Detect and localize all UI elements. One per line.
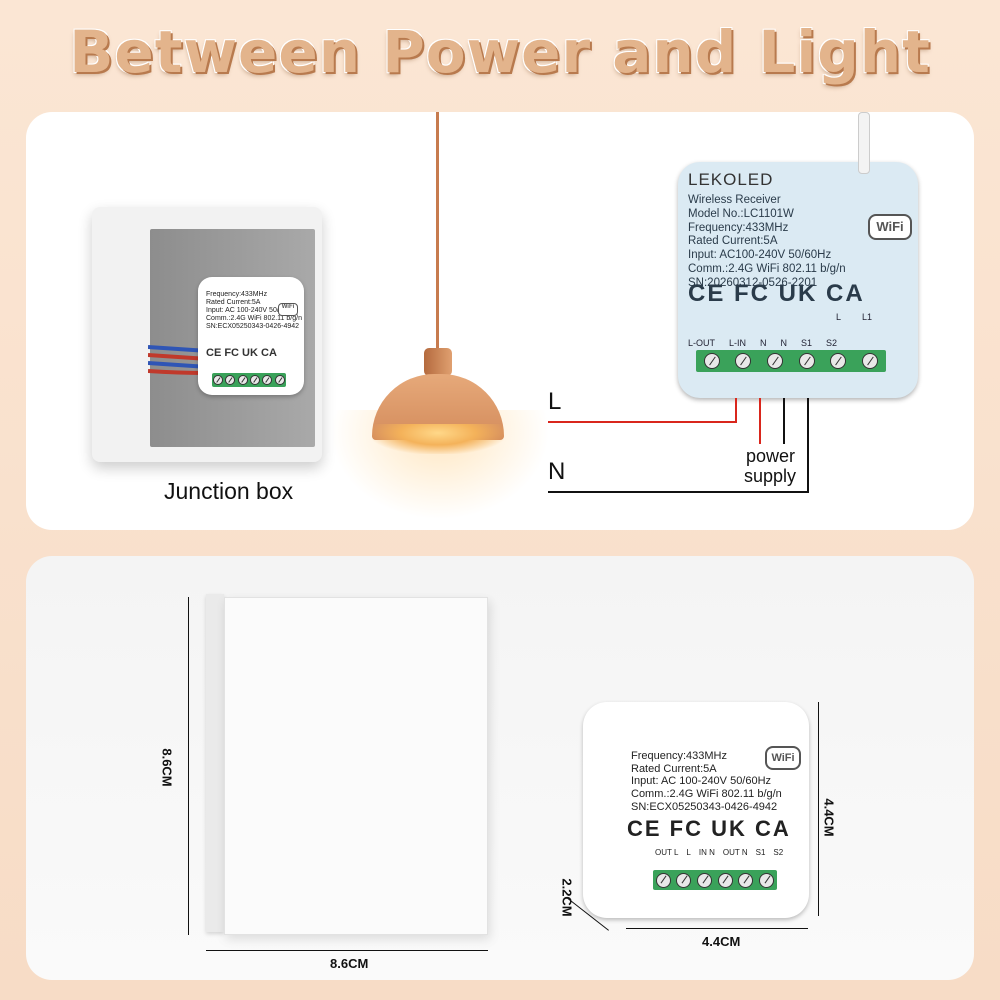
terminal-labels: L-OUT L-IN N N S1 S2 — [688, 338, 838, 348]
switch-height-line — [188, 597, 189, 935]
module-height-label: 4.4CM — [821, 798, 837, 837]
brand-logo: LEKOLED — [688, 170, 774, 189]
junction-module-specs: Frequency:433MHz Rated Current:5A Input:… — [206, 291, 302, 331]
antenna-cable — [858, 112, 870, 174]
dimensions-panel — [26, 556, 974, 980]
module-specs: Frequency:433MHz Rated Current:5A Input:… — [631, 750, 782, 813]
switch-height-label: 8.6CM — [159, 748, 175, 787]
switch-width-label: 8.6CM — [330, 956, 369, 971]
terminal-strip — [696, 350, 886, 372]
wifi-icon: WiFi — [765, 746, 801, 770]
wifi-icon: WiFi — [278, 303, 298, 316]
junction-module: Frequency:433MHz Rated Current:5A Input:… — [198, 277, 304, 395]
module-width-line — [626, 928, 808, 929]
terminal-strip — [212, 373, 286, 387]
wifi-icon: WiFi — [868, 214, 912, 240]
switch-plate-edge — [206, 594, 224, 932]
terminal-labels: OUT L L IN N OUT N S1 S2 — [655, 848, 784, 857]
receiver-specs: Wireless Receiver Model No.:LC1101W Freq… — [688, 194, 846, 289]
terminal-strip — [653, 870, 777, 890]
wireless-receiver: LEKOLED Wireless Receiver Model No.:LC11… — [678, 112, 918, 398]
module-width-label: 4.4CM — [702, 934, 741, 949]
cert-marks: CE FC UK CA — [206, 347, 277, 359]
module-height-line — [818, 702, 819, 916]
lamp-bulb-glow — [372, 424, 504, 454]
power-label: power — [746, 446, 796, 466]
switch-width-line — [206, 950, 488, 951]
l-label: L — [836, 312, 842, 322]
wall-switch-plate — [224, 597, 488, 935]
junction-box-label: Junction box — [164, 478, 294, 504]
page-title: Between Power and Light — [69, 18, 931, 86]
cert-marks: CE FC UK CA — [688, 280, 865, 307]
cert-marks: CE FC UK CA — [627, 816, 791, 841]
lamp-cord — [436, 112, 439, 354]
smart-module: Frequency:433MHz Rated Current:5A Input:… — [583, 702, 809, 918]
lamp-cap — [424, 348, 452, 376]
neutral-label: N — [548, 458, 566, 485]
supply-label: supply — [744, 466, 797, 486]
module-depth-label: 2.2CM — [559, 878, 575, 917]
l1-label: L1 — [862, 312, 873, 322]
live-label: L — [548, 388, 562, 415]
